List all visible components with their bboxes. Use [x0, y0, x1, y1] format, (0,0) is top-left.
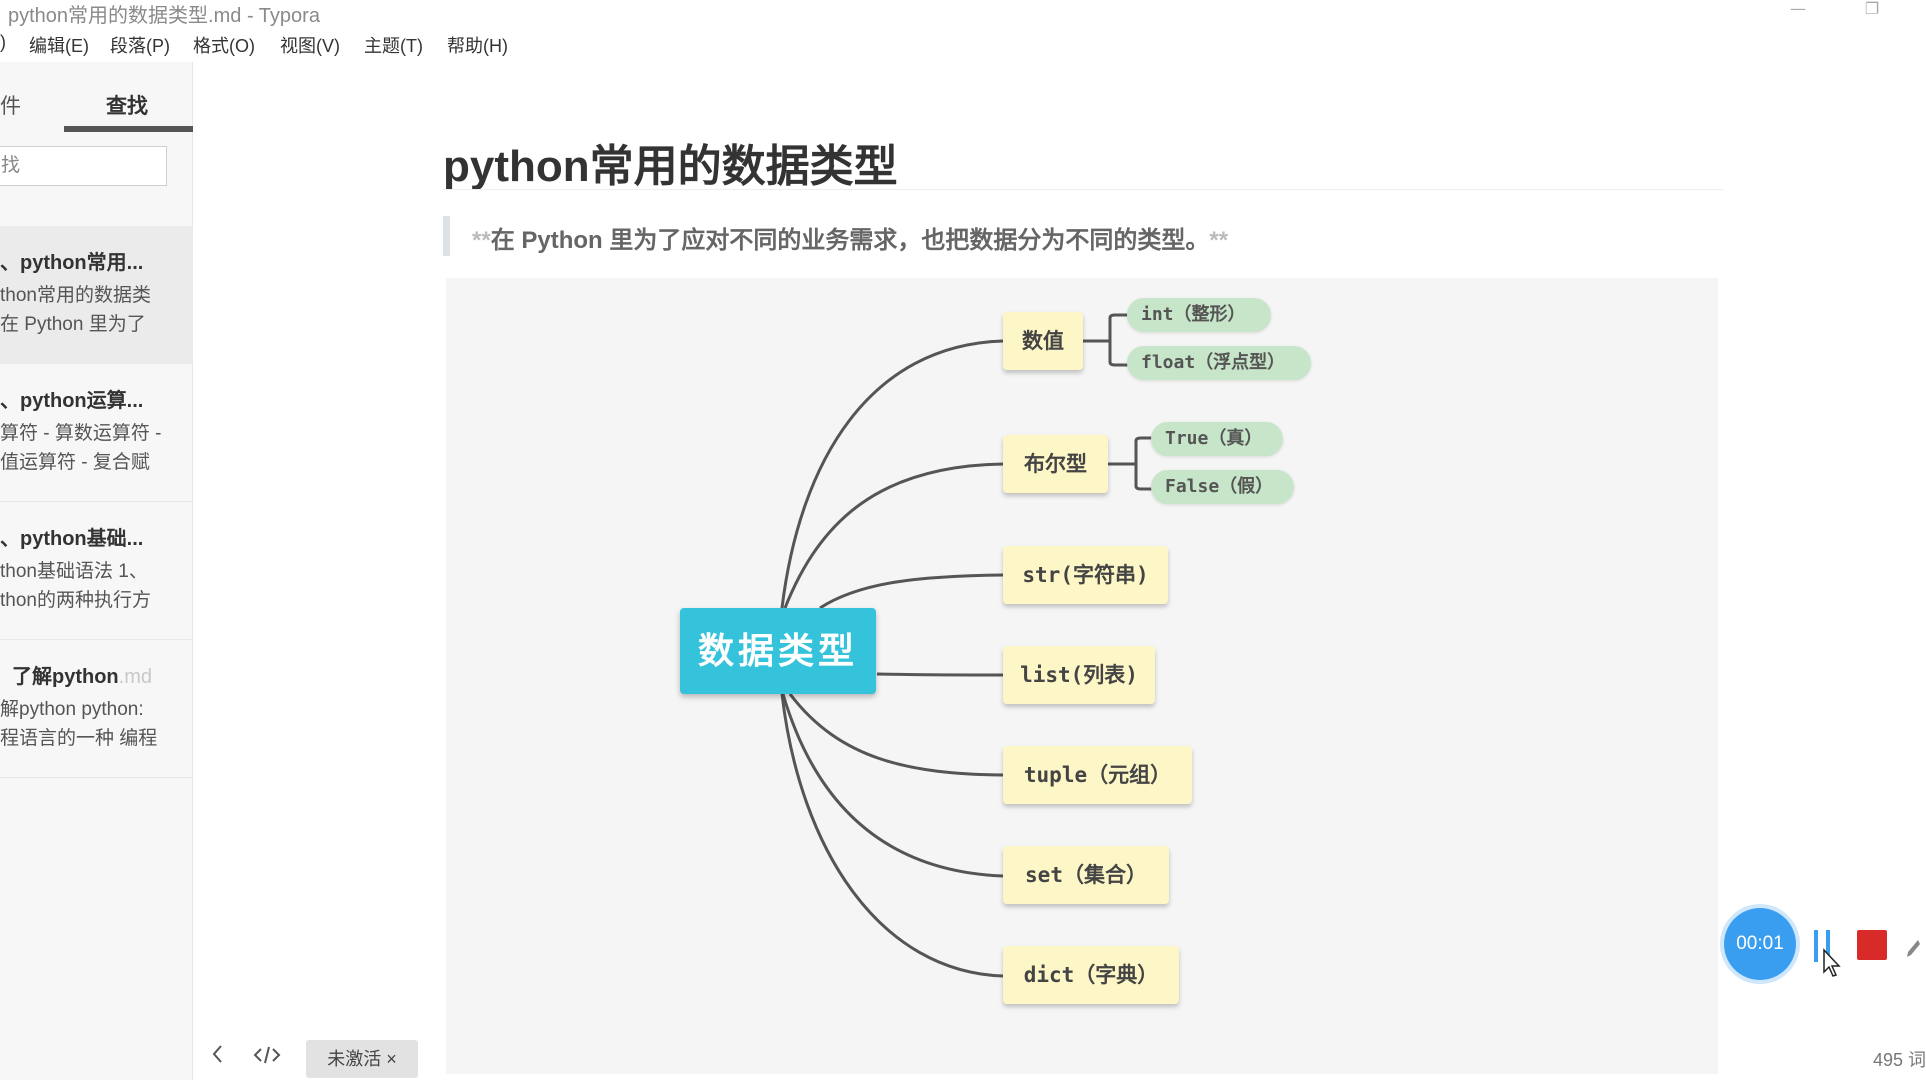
mindmap-leaf-node: True（真）: [1151, 422, 1283, 456]
menu-help[interactable]: 帮助(H): [447, 36, 508, 56]
window-title: python常用的数据类型.md - Typora: [8, 5, 320, 27]
code-icon[interactable]: [253, 1044, 281, 1071]
mindmap-leaf-node: False（假）: [1151, 470, 1294, 504]
tab-files[interactable]: 件: [0, 95, 21, 118]
mindmap-branch-node: list(列表): [1003, 646, 1155, 704]
mindmap-leaf-node: float（浮点型）: [1127, 346, 1311, 380]
result-snippet: 算符 - 算数运算符 -: [0, 423, 162, 444]
mindmap-leaf-node: int（整形）: [1127, 298, 1271, 332]
word-count[interactable]: 495 词: [1873, 1050, 1926, 1070]
result-snippet: 解python python:: [0, 699, 144, 720]
result-snippet: 在 Python 里为了: [0, 314, 146, 335]
blockquote: **在 Python 里为了应对不同的业务需求，也把数据分为不同的类型。**: [472, 227, 1229, 254]
sidebar: 件 查找 找 、python常用... thon常用的数据类 在 Python …: [0, 62, 193, 1080]
result-snippet: 值运算符 - 复合赋: [0, 452, 150, 473]
mindmap-branch-node: tuple（元组）: [1003, 746, 1192, 804]
chevron-left-icon[interactable]: [210, 1042, 226, 1071]
search-result-item[interactable]: 了解python.md 解python python: 程语言的一种 编程: [0, 640, 193, 778]
search-result-item[interactable]: 、python基础... thon基础语法 1、 thon的两种执行方: [0, 502, 193, 640]
inactive-badge[interactable]: 未激活 ×: [306, 1040, 418, 1078]
search-input[interactable]: 找: [0, 146, 167, 186]
result-snippet: thon常用的数据类: [0, 285, 151, 306]
mindmap-branch-node: set（集合）: [1003, 846, 1169, 904]
menu-paragraph[interactable]: 段落(P): [110, 36, 170, 56]
mindmap-branch-node: str(字符串): [1003, 546, 1168, 604]
menu-file[interactable]: ): [0, 32, 6, 52]
mindmap-branch-node: 布尔型: [1003, 435, 1108, 493]
mindmap-root-node: 数据类型: [680, 608, 876, 694]
menu-edit[interactable]: 编辑(E): [29, 36, 89, 56]
result-title: 、python常用...: [0, 252, 144, 274]
result-title: 了解python.md: [12, 666, 152, 688]
mindmap-branch-node: 数值: [1003, 312, 1083, 370]
result-snippet: 程语言的一种 编程: [0, 728, 158, 749]
menu-format[interactable]: 格式(O): [193, 36, 255, 56]
mouse-cursor-icon: [1823, 948, 1841, 977]
pen-icon[interactable]: [1906, 938, 1920, 963]
minimize-button[interactable]: —: [1790, 0, 1806, 18]
menu-theme[interactable]: 主题(T): [364, 36, 423, 56]
result-snippet: thon基础语法 1、: [0, 561, 148, 582]
result-snippet: thon的两种执行方: [0, 590, 151, 611]
mindmap-branch-node: dict（字典）: [1003, 946, 1179, 1004]
page-title: python常用的数据类型: [443, 142, 898, 191]
search-result-item[interactable]: 、python运算... 算符 - 算数运算符 - 值运算符 - 复合赋: [0, 364, 193, 502]
active-tab-indicator: [64, 126, 193, 132]
result-title: 、python基础...: [0, 528, 144, 550]
title-bar: python常用的数据类型.md - Typora — ❐: [0, 0, 1920, 27]
menu-bar: ) 编辑(E) 段落(P) 格式(O) 视图(V) 主题(T) 帮助(H): [0, 30, 1920, 60]
pause-icon[interactable]: [1812, 930, 1834, 962]
stop-icon[interactable]: [1857, 930, 1887, 960]
menu-view[interactable]: 视图(V): [280, 36, 340, 56]
title-divider: [443, 189, 1723, 190]
blockquote-bar: [443, 216, 450, 256]
search-result-item[interactable]: 、python常用... thon常用的数据类 在 Python 里为了: [0, 226, 193, 364]
result-title: 、python运算...: [0, 390, 144, 412]
tab-search[interactable]: 查找: [106, 95, 148, 118]
restore-button[interactable]: ❐: [1864, 0, 1880, 18]
recording-timer: 00:01: [1724, 908, 1796, 980]
